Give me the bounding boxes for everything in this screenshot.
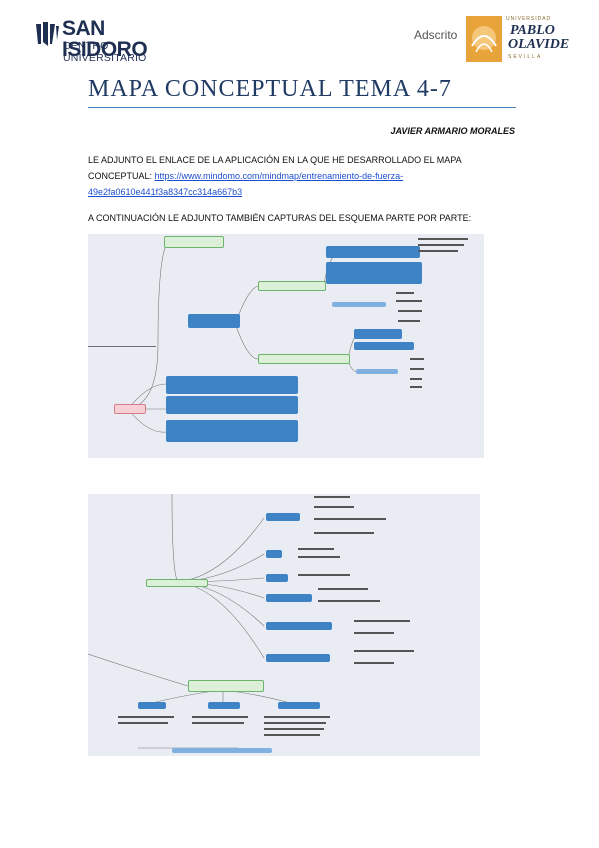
mindmap-2-text-17	[192, 722, 244, 724]
mindmap-1-central-node	[188, 314, 240, 328]
mindmap-1-text-11	[410, 386, 422, 388]
mindmap-2-bottom-bar	[172, 748, 272, 753]
mindmap-1-leaf-9	[166, 420, 298, 442]
mindmap-1-text-10	[410, 378, 422, 380]
mindmap-2-branch-2	[266, 550, 282, 558]
mindmap-2-text-15	[118, 722, 168, 724]
page-title: MAPA CONCEPTUAL TEMA 4-7	[88, 76, 452, 102]
mindmap-2-branch-4	[266, 594, 312, 602]
mindmap-2-branch-3	[266, 574, 288, 582]
mindmap-2-text-7	[298, 574, 350, 576]
mindmap-2-node-bottom	[188, 680, 264, 692]
mindmap-2-text-12	[354, 650, 414, 652]
mindmap-1-pink-node	[114, 404, 146, 414]
upo-emblem-icon	[466, 16, 502, 62]
mindmap-2-text-2	[314, 506, 354, 508]
mindmap-2-sub-1	[138, 702, 166, 709]
mindmap-capture-2	[88, 494, 480, 756]
mindmap-2-sub-2	[208, 702, 240, 709]
intro-paragraph: LE ADJUNTO EL ENLACE DE LA APLICACIÓN EN…	[88, 152, 518, 200]
mindmap-1-node-b	[258, 354, 350, 364]
san-isidoro-emblem-icon	[36, 22, 59, 46]
mindmap-2-text-4	[314, 532, 374, 534]
mindmap-1-leaf-4	[354, 329, 402, 339]
mindmap-1-text-3	[418, 250, 458, 252]
mindmap-1-text-2	[418, 244, 464, 246]
mindmap-1-text-7	[398, 320, 420, 322]
mindmap-1-leaf-7	[166, 376, 298, 394]
mindmap-2-text-8	[318, 588, 368, 590]
mindmap-2-text-5	[298, 548, 334, 550]
mindmap-1-text-5	[396, 300, 422, 302]
mindmap-2-main-node	[146, 579, 208, 587]
mindmap-1-node-top	[164, 236, 224, 248]
mindmap-1-text-9	[410, 368, 424, 370]
mindmap-2-text-21	[264, 734, 320, 736]
mindmap-2-text-14	[118, 716, 174, 718]
captures-paragraph: A CONTINUACIÓN LE ADJUNTO TAMBIÉN CAPTUR…	[88, 213, 472, 223]
mindmap-2-branch-5	[266, 622, 332, 630]
mindmap-2-text-10	[354, 620, 410, 622]
mindmap-2-branch-1	[266, 513, 300, 521]
upo-logo: UNIVERSIDAD PABLO OLAVIDE SEVILLA	[466, 14, 569, 64]
mindmap-2-text-11	[354, 632, 394, 634]
mindmap-1-text-8	[410, 358, 424, 360]
mindmap-1-node-a	[258, 281, 326, 291]
mindmap-1-leaf-3	[332, 302, 386, 307]
mindmap-1-text-1	[418, 238, 468, 240]
mindmap-2-text-1	[314, 496, 350, 498]
upo-bottom-text: SEVILLA	[508, 54, 543, 60]
mindmap-1-text-6	[398, 310, 422, 312]
mindmap-2-text-18	[264, 716, 330, 718]
mindmap-link[interactable]: https://www.mindomo.com/mindmap/entrenam…	[88, 171, 404, 197]
mindmap-2-branch-6	[266, 654, 330, 662]
mindmap-1-root-line	[88, 346, 156, 347]
mindmap-2-text-6	[298, 556, 340, 558]
intro-text: LE ADJUNTO EL ENLACE DE LA APLICACIÓN EN…	[88, 155, 462, 181]
upo-name-2: OLAVIDE	[508, 37, 570, 52]
mindmap-1-leaf-8	[166, 396, 298, 414]
mindmap-1-leaf-5	[354, 342, 414, 350]
mindmap-2-text-20	[264, 728, 324, 730]
logo-name: SAN ISIDORO	[62, 17, 148, 61]
mindmap-2-text-13	[354, 662, 394, 664]
mindmap-1-leaf-6	[356, 369, 398, 374]
mindmap-2-text-16	[192, 716, 248, 718]
mindmap-2-text-19	[264, 722, 326, 724]
upo-name-1: PABLO	[510, 23, 555, 38]
mindmap-capture-1	[88, 234, 484, 458]
mindmap-1-leaf-1	[326, 246, 420, 258]
mindmap-2-text-3	[314, 518, 386, 520]
mindmap-1-text-4	[396, 292, 414, 294]
title-underline	[88, 107, 516, 108]
san-isidoro-logo: SAN ISIDORO CENTRO UNIVERSITARIO	[34, 14, 184, 64]
adscrito-label: Adscrito	[414, 28, 458, 42]
mindmap-2-text-9	[318, 600, 380, 602]
upo-top-text: UNIVERSIDAD	[506, 16, 552, 22]
mindmap-1-leaf-2	[326, 262, 422, 284]
author-name: JAVIER ARMARIO MORALES	[390, 126, 515, 136]
mindmap-2-sub-3	[278, 702, 320, 709]
logo-subtitle: CENTRO UNIVERSITARIO	[63, 40, 147, 64]
